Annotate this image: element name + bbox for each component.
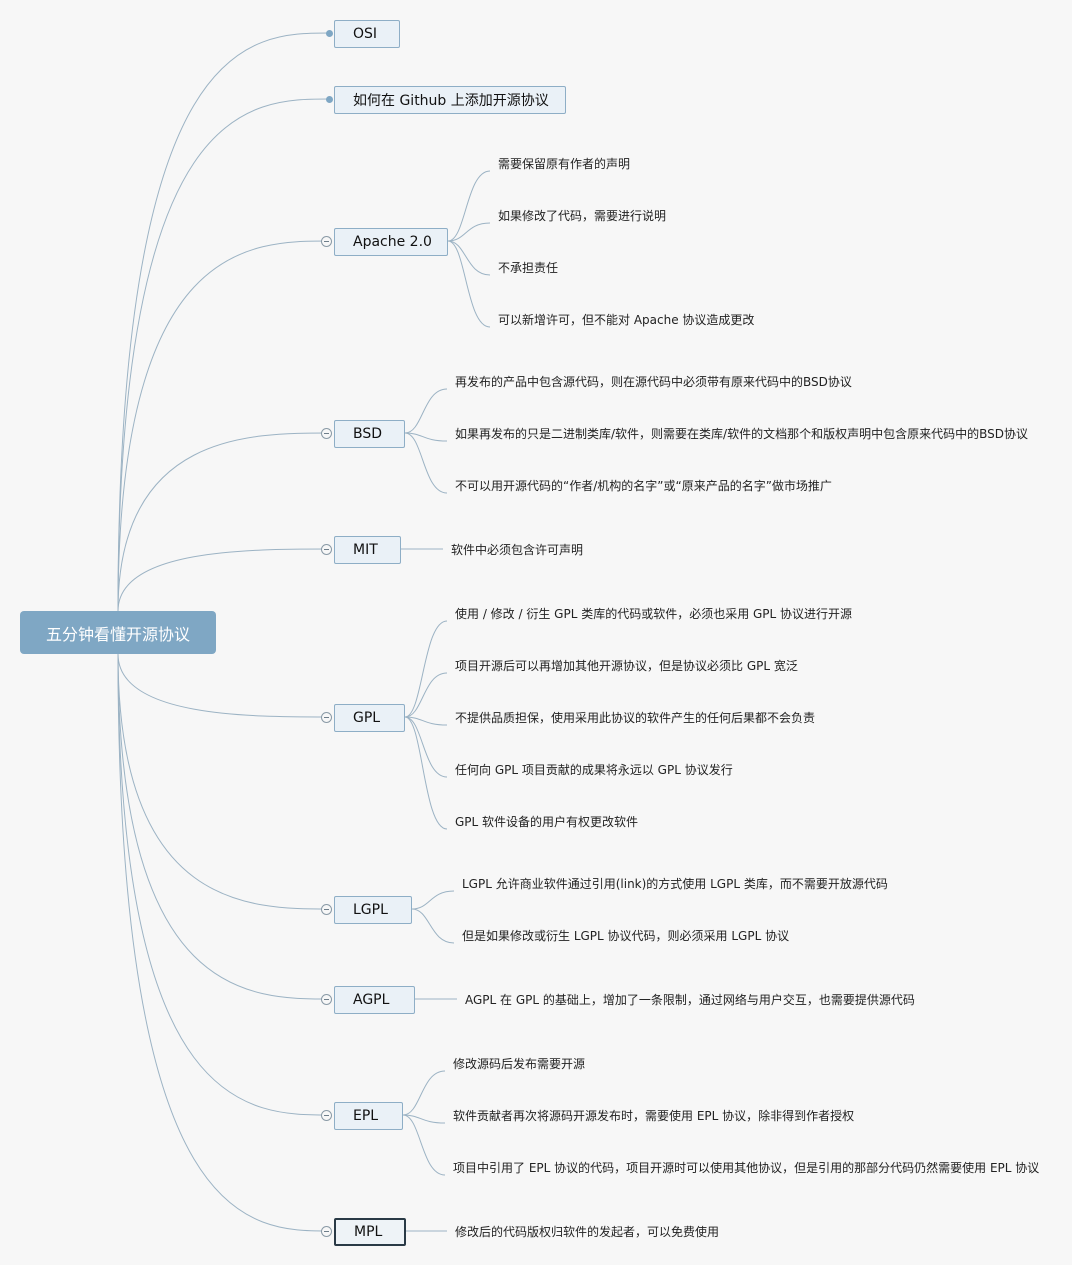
connector-gpl-3 [404,716,448,726]
leaf-agpl-1[interactable]: AGPL 在 GPL 的基础上，增加了一条限制，通过网络与用户交互，也需要提供源… [465,993,915,1007]
connector-root-gpl [117,653,330,718]
connector-lgpl-1 [411,890,455,910]
connector-root-mpl [117,653,330,1232]
leaf-gpl-4[interactable]: 任何向 GPL 项目贡献的成果将永远以 GPL 协议发行 [455,763,733,777]
collapse-toggle-agpl[interactable] [321,994,332,1005]
connector-root-github [117,98,330,612]
branch-epl[interactable]: EPL [334,1102,403,1130]
leaf-lgpl-2[interactable]: 但是如果修改或衍生 LGPL 协议代码，则必须采用 LGPL 协议 [462,929,790,943]
leaf-gpl-5[interactable]: GPL 软件设备的用户有权更改软件 [455,815,639,829]
collapsed-dot-github[interactable] [326,96,333,103]
collapsed-dot-osi[interactable] [326,30,333,37]
leaf-epl-1[interactable]: 修改源码后发布需要开源 [453,1057,586,1071]
connector-apache-2 [447,222,491,242]
branch-bsd[interactable]: BSD [334,420,405,448]
connector-root-bsd [117,432,330,612]
connector-root-epl [117,653,330,1116]
branch-mpl[interactable]: MPL [334,1218,406,1246]
connector-root-apache [117,240,330,612]
connector-epl-2 [402,1114,446,1124]
leaf-apache-1[interactable]: 需要保留原有作者的声明 [498,157,631,171]
collapse-toggle-epl[interactable] [321,1110,332,1121]
connector-epl-1 [402,1070,446,1116]
connector-gpl-5 [404,716,448,830]
leaf-epl-3[interactable]: 项目中引用了 EPL 协议的代码，项目开源时可以使用其他协议，但是引用的那部分代… [453,1161,1040,1175]
collapse-toggle-apache[interactable] [321,236,332,247]
leaf-mpl-1[interactable]: 修改后的代码版权归软件的发起者，可以免费使用 [455,1225,720,1239]
collapse-toggle-lgpl[interactable] [321,904,332,915]
connector-bsd-3 [404,432,448,494]
leaf-lgpl-1[interactable]: LGPL 允许商业软件通过引用(link)的方式使用 LGPL 类库，而不需要开… [462,877,888,891]
leaf-gpl-2[interactable]: 项目开源后可以再增加其他开源协议，但是协议必须比 GPL 宽泛 [455,659,798,673]
connector-gpl-4 [404,716,448,778]
connector-root-lgpl [117,653,330,910]
branch-mit[interactable]: MIT [334,536,401,564]
leaf-gpl-1[interactable]: 使用 / 修改 / 衍生 GPL 类库的代码或软件，必须也采用 GPL 协议进行… [455,607,853,621]
connector-root-osi [117,32,330,612]
branch-lgpl[interactable]: LGPL [334,896,412,924]
leaf-apache-4[interactable]: 可以新增许可，但不能对 Apache 协议造成更改 [498,313,755,327]
leaf-bsd-1[interactable]: 再发布的产品中包含源代码，则在源代码中必须带有原来代码中的BSD协议 [455,375,852,389]
connector-lgpl-2 [411,908,455,944]
connector-epl-3 [402,1114,446,1176]
connector-apache-3 [447,240,491,276]
collapse-toggle-mit[interactable] [321,544,332,555]
branch-osi[interactable]: OSI [334,20,400,48]
connector-gpl-2 [404,672,448,718]
connector-apache-4 [447,240,491,328]
leaf-epl-2[interactable]: 软件贡献者再次将源码开源发布时，需要使用 EPL 协议，除非得到作者授权 [453,1109,855,1123]
branch-gpl[interactable]: GPL [334,704,405,732]
branch-apache[interactable]: Apache 2.0 [334,228,448,256]
connector-gpl-1 [404,620,448,718]
leaf-gpl-3[interactable]: 不提供品质担保，使用采用此协议的软件产生的任何后果都不会负责 [455,711,816,725]
leaf-apache-3[interactable]: 不承担责任 [498,261,559,275]
collapse-toggle-mpl[interactable] [321,1226,332,1237]
connector-root-mit [117,548,330,612]
branch-agpl[interactable]: AGPL [334,986,415,1014]
leaf-mit-1[interactable]: 软件中必须包含许可声明 [451,543,584,557]
branch-github[interactable]: 如何在 Github 上添加开源协议 [334,86,566,114]
connector-root-agpl [117,653,330,1000]
leaf-bsd-3[interactable]: 不可以用开源代码的“作者/机构的名字”或“原来产品的名字”做市场推广 [455,479,832,493]
leaf-bsd-2[interactable]: 如果再发布的只是二进制类库/软件，则需要在类库/软件的文档那个和版权声明中包含原… [455,427,1028,441]
root-topic[interactable]: 五分钟看懂开源协议 [20,611,216,654]
collapse-toggle-bsd[interactable] [321,428,332,439]
leaf-apache-2[interactable]: 如果修改了代码，需要进行说明 [498,209,667,223]
collapse-toggle-gpl[interactable] [321,712,332,723]
connector-bsd-1 [404,388,448,434]
connector-apache-1 [447,170,491,242]
connector-bsd-2 [404,432,448,442]
